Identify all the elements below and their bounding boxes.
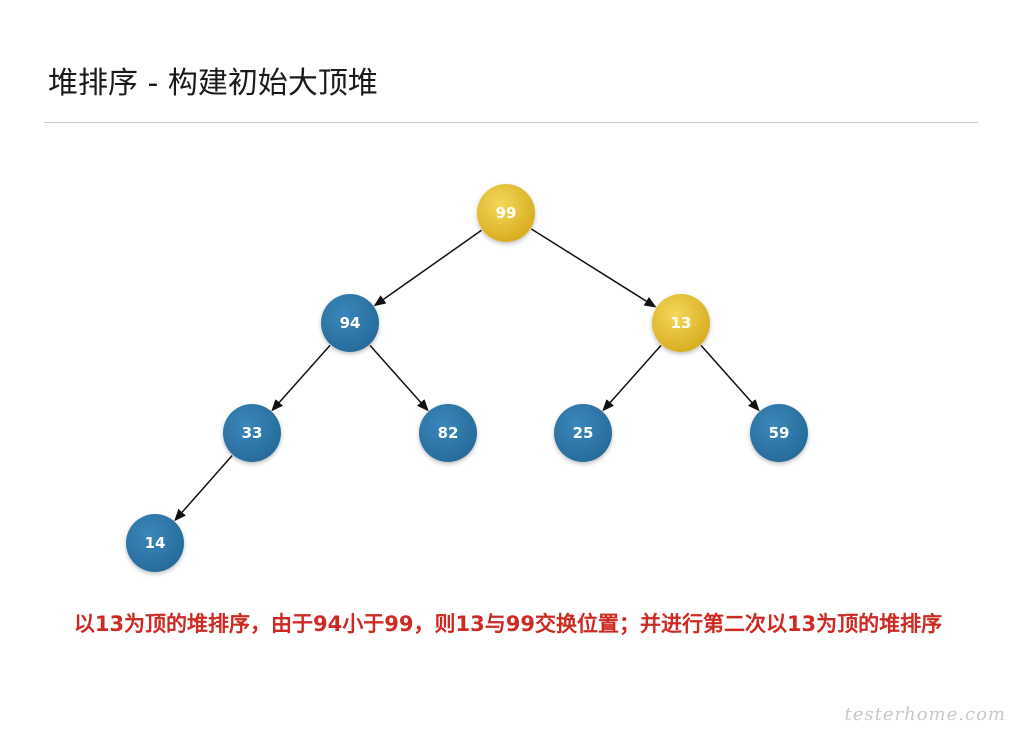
node-circle xyxy=(126,514,184,572)
node-label: 94 xyxy=(340,314,361,332)
node-circle xyxy=(321,294,379,352)
tree-node-14: 14 xyxy=(126,514,184,572)
node-label: 33 xyxy=(242,424,263,442)
explanation-caption: 以13为顶的堆排序，由于94小于99，则13与99交换位置；并进行第二次以13为… xyxy=(73,612,943,636)
node-label: 14 xyxy=(145,534,166,552)
page-title: 堆排序 - 构建初始大顶堆 xyxy=(48,66,378,101)
tree-node-33: 33 xyxy=(223,404,281,462)
tree-node-94: 94 xyxy=(321,294,379,352)
tree-node-13: 13 xyxy=(652,294,710,352)
tree-node-82: 82 xyxy=(419,404,477,462)
tree-node-59: 59 xyxy=(750,404,808,462)
tree-nodes: 99 94 13 33 82 25 59 14 xyxy=(126,184,808,572)
node-label: 25 xyxy=(573,424,594,442)
node-circle xyxy=(223,404,281,462)
edge-n13-n59 xyxy=(700,344,760,412)
node-circle xyxy=(477,184,535,242)
edge-n94-n33 xyxy=(271,344,331,412)
edge-n33-n14 xyxy=(174,455,233,522)
node-circle xyxy=(554,404,612,462)
tree-node-99: 99 xyxy=(477,184,535,242)
edge-n94-n82 xyxy=(369,344,429,412)
tree-node-25: 25 xyxy=(554,404,612,462)
watermark: testerhome.com xyxy=(844,704,1006,725)
node-circle xyxy=(419,404,477,462)
node-label: 99 xyxy=(496,204,517,222)
node-label: 59 xyxy=(769,424,790,442)
title-divider xyxy=(44,122,978,123)
node-circle xyxy=(652,294,710,352)
tree-edges xyxy=(174,228,760,522)
node-circle xyxy=(750,404,808,462)
node-label: 82 xyxy=(438,424,459,442)
edge-n13-n25 xyxy=(602,344,662,412)
edge-n99-n94 xyxy=(373,229,482,307)
edge-n99-n13 xyxy=(531,228,657,308)
node-label: 13 xyxy=(671,314,692,332)
